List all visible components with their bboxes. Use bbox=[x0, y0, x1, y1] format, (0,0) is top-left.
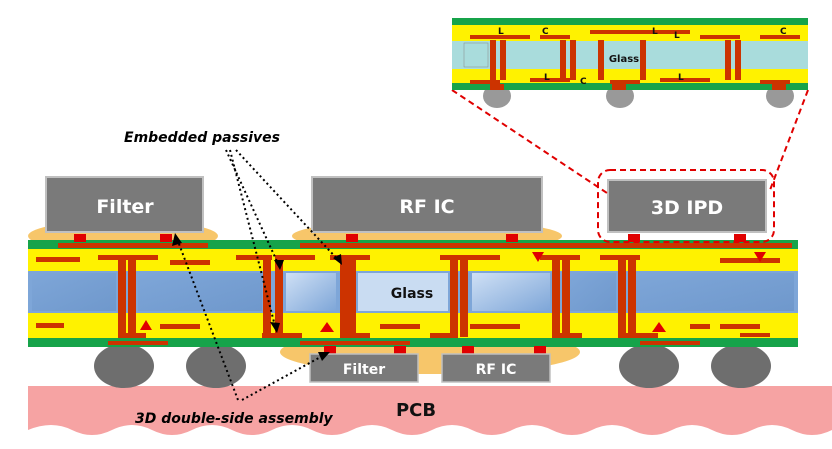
solder-ball bbox=[94, 344, 154, 388]
inset-marker: L bbox=[544, 73, 550, 83]
top-rfic-chip: RF IC bbox=[311, 176, 543, 233]
yellow-layer-top bbox=[28, 249, 798, 271]
top-rfic-label: RF IC bbox=[399, 196, 454, 218]
inset-marker: L bbox=[652, 27, 658, 37]
inset-marker: C bbox=[780, 27, 787, 37]
bottom-rfic-label: RF IC bbox=[476, 362, 517, 378]
substrate: Glass bbox=[28, 240, 798, 347]
inset-marker: C bbox=[580, 77, 587, 87]
bottom-filter-label: Filter bbox=[343, 362, 385, 378]
bottom-rfic-chip: RF IC bbox=[441, 353, 551, 383]
inset-marker: L bbox=[498, 27, 504, 37]
solder-ball bbox=[186, 344, 246, 388]
bumps bbox=[74, 234, 766, 354]
top-filter-label: Filter bbox=[96, 196, 154, 218]
double-side-annotation: 3D double-side assembly bbox=[135, 233, 334, 427]
embedded-passives-label: Embedded passives bbox=[124, 130, 280, 146]
double-side-label: 3D double-side assembly bbox=[135, 411, 334, 427]
inset-glass-label: Glass bbox=[609, 54, 639, 65]
solder-ball bbox=[711, 344, 771, 388]
inset-marker: L bbox=[678, 73, 684, 83]
pcb-label: PCB bbox=[396, 400, 436, 421]
pcb-board: PCB bbox=[28, 386, 832, 435]
solder-ball bbox=[619, 344, 679, 388]
bottom-filter-chip: Filter bbox=[309, 353, 419, 383]
inset-markers: L C L L C L C L bbox=[498, 27, 787, 87]
green-layer-bottom bbox=[28, 338, 798, 347]
inset-marker: L bbox=[674, 31, 680, 41]
top-ipd-label: 3D IPD bbox=[651, 197, 723, 219]
copper-traces bbox=[36, 243, 792, 345]
solder-balls bbox=[94, 344, 771, 388]
inset-marker: C bbox=[542, 27, 549, 37]
glass-label: Glass bbox=[391, 286, 433, 302]
top-filter-chip: Filter bbox=[45, 176, 204, 233]
ipd-callout bbox=[451, 89, 809, 243]
top-ipd-chip: 3D IPD bbox=[607, 179, 767, 233]
embedded-passives-annotation: Embedded passives bbox=[124, 130, 342, 333]
inset-cross-section: Glass L C L L C L C L bbox=[452, 18, 808, 108]
